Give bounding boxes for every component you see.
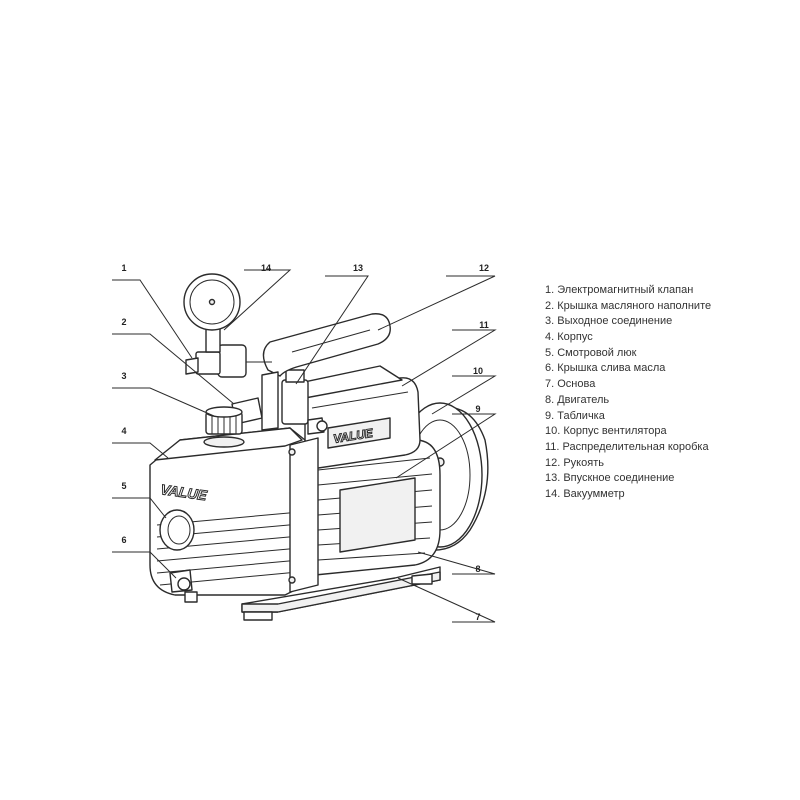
junction-box: VALUE [289, 365, 421, 471]
exhaust-fitting [203, 406, 245, 448]
legend-item: 9. Табличка [545, 409, 605, 422]
legend-item: 6. Крышка слива масла [545, 362, 666, 375]
legend-item: 4. Корпус [545, 331, 593, 344]
callout-6: 6 [121, 535, 126, 545]
callout-4: 4 [121, 426, 126, 436]
callout-13: 13 [353, 263, 363, 273]
legend-item: 2. Крышка масляного наполните [545, 299, 712, 312]
sight-glass [159, 509, 195, 551]
base-plate [241, 566, 441, 621]
parts-legend: 1. Электромагнитный клапан 2. Крышка мас… [545, 283, 711, 503]
callout-7: 7 [475, 612, 480, 622]
legend-item: 10. Корпус вентилятора [545, 425, 667, 438]
oil-drain-cap [169, 569, 198, 603]
callout-10: 10 [473, 366, 483, 376]
callout-numbers: 1 2 3 4 5 6 7 8 9 10 11 12 13 14 [121, 263, 489, 622]
legend-item: 5. Смотровой люк [545, 346, 637, 359]
nameplate: VALUE [327, 417, 391, 449]
inlet-fitting [281, 369, 328, 435]
legend-item: 7. Основа [545, 378, 596, 391]
legend-item: 8. Двигатель [545, 393, 610, 406]
vacuum-gauge [183, 273, 241, 353]
solenoid-valve [185, 344, 272, 378]
carry-handle [261, 313, 391, 431]
callout-1: 1 [121, 263, 126, 273]
callout-5: 5 [121, 481, 126, 491]
callout-12: 12 [479, 263, 489, 273]
callout-14: 14 [261, 263, 271, 273]
legend-item: 11. Распределительная коробка [545, 440, 709, 453]
legend-item: 1. Электромагнитный клапан [545, 284, 694, 296]
callout-11: 11 [479, 320, 489, 330]
nameplate-brand-text: VALUE [332, 426, 374, 446]
motor [314, 439, 441, 576]
callout-9: 9 [475, 404, 480, 414]
legend-item: 14. Вакуумметр [545, 487, 625, 500]
callout-8: 8 [475, 564, 480, 574]
housing-brand-text: VALUE [160, 481, 209, 503]
legend-item: 13. Впускное соединение [545, 472, 675, 485]
legend-item: 3. Выходное соединение [545, 315, 673, 328]
callout-3: 3 [121, 371, 126, 381]
callout-2: 2 [121, 317, 126, 327]
leader-lines [112, 269, 497, 623]
legend-item: 12. Рукоять [545, 456, 604, 469]
